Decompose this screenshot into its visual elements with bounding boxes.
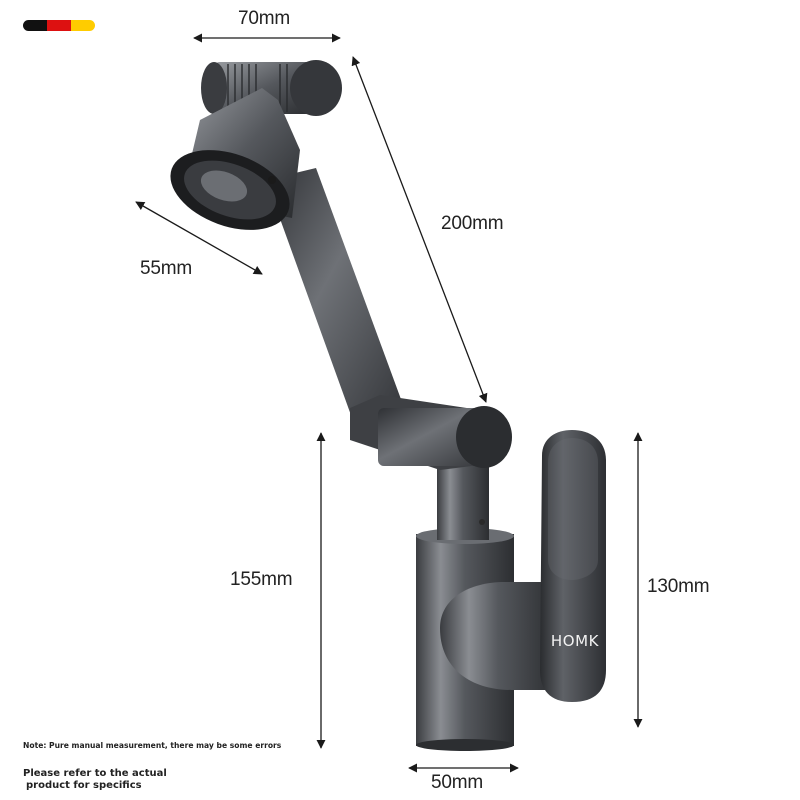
joint-cap xyxy=(456,406,512,468)
flag-black-stripe xyxy=(23,20,47,31)
flag-red-stripe xyxy=(47,20,71,31)
refer-note-line-2: product for specifics xyxy=(26,780,142,791)
dimension-label-base-width: 50mm xyxy=(431,772,483,793)
dimension-label-top-width: 70mm xyxy=(238,8,290,29)
dimension-label-aerator: 55mm xyxy=(140,258,192,279)
faucet-long-arm xyxy=(266,168,402,418)
refer-note-line-1: Please refer to the actual xyxy=(23,768,167,779)
dimension-label-arm-length: 200mm xyxy=(441,213,504,234)
dimension-label-body-height: 155mm xyxy=(230,569,293,590)
refer-note: Please refer to the actual product for s… xyxy=(23,768,167,792)
measurement-note: Note: Pure manual measurement, there may… xyxy=(23,741,282,750)
aerator-head xyxy=(170,88,300,230)
dimension-label-handle-height: 130mm xyxy=(647,576,710,597)
arrow-aerator xyxy=(135,201,263,275)
flag-gold-stripe xyxy=(71,20,95,31)
lever-handle: HOMK xyxy=(540,430,606,702)
arrow-arm-length xyxy=(351,56,488,403)
brand-logo: HOMK xyxy=(551,632,600,650)
dimension-arrows xyxy=(135,33,643,773)
handle-base xyxy=(440,582,556,690)
